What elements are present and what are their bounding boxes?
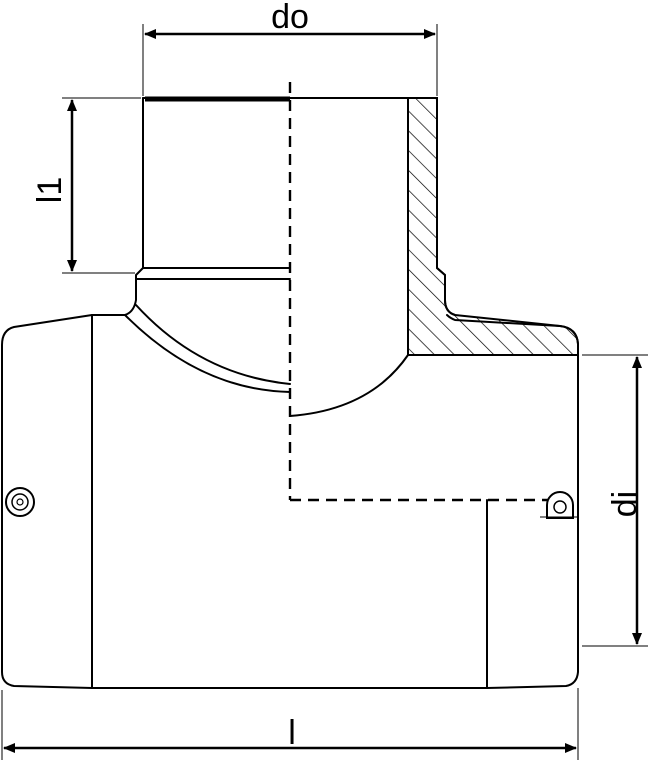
dimension-do: do — [142, 0, 438, 96]
hidden-lines — [288, 82, 560, 502]
dimension-l1-label: l1 — [31, 177, 69, 203]
dimension-di-label: di — [606, 491, 644, 517]
terminal-pin-left — [5, 487, 35, 517]
dimension-di: di — [582, 354, 648, 647]
dimension-l: l — [1, 688, 579, 760]
dimension-do-label: do — [271, 0, 309, 36]
terminal-pin-right — [540, 491, 578, 519]
hatched-section — [407, 97, 579, 356]
dimension-l1: l1 — [31, 97, 141, 274]
dimension-l-label: l — [288, 714, 296, 752]
